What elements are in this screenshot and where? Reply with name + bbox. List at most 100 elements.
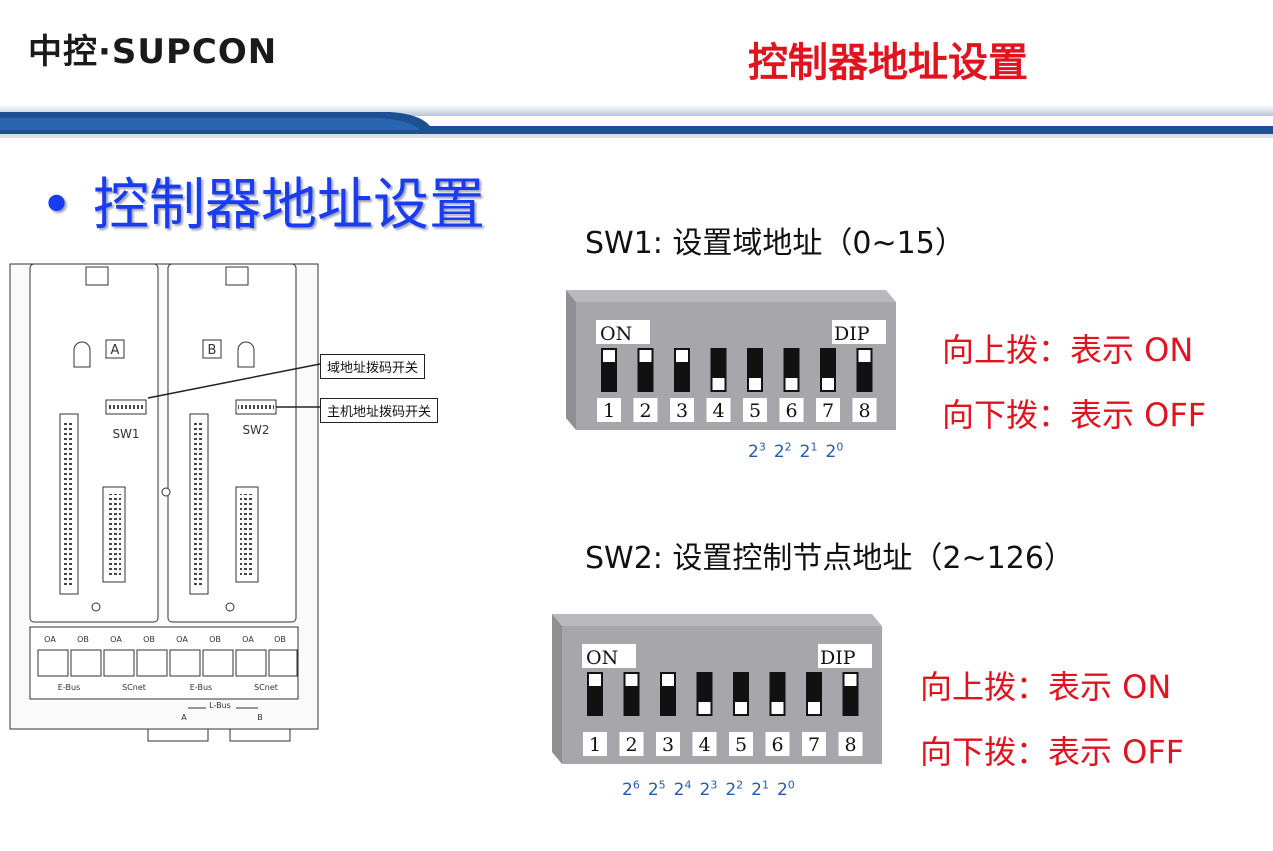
sw1-title: SW1: 设置域地址（0~15） [585,226,965,261]
dip-number-label: 8 [844,734,856,756]
dip-toggle-knob [749,378,761,390]
dip-number-label: 6 [771,734,783,756]
dip-toggle-knob [698,702,711,714]
dip-number-label: 4 [698,734,710,756]
dip-top-face [552,614,882,626]
dip-dip-label-bg [818,644,872,668]
port-label: OB [77,635,89,644]
lbus-b-label: B [257,713,263,722]
dip-number-bg [779,398,804,422]
dip-dip-label-bg [832,320,886,344]
dip-number-bg [583,732,607,756]
dip-number-bg [765,732,790,756]
bit-weight: 23 [748,440,766,462]
dip-number-label: 1 [589,734,601,756]
dip-number-bg [802,732,826,756]
dip-number-label: 2 [639,400,651,422]
dip-on-label: ON [586,647,618,669]
dip-toggle-knob [603,350,615,362]
port-label: OB [274,635,286,644]
dip-toggle-knob [639,350,652,362]
bit-weight: 20 [776,778,795,800]
dip-side-face [552,614,562,764]
dip-dip-label: DIP [820,647,856,669]
dip-toggle-knob [785,378,798,390]
dip-number-bg [729,732,753,756]
dip-number-label: 3 [676,400,688,422]
bit-weight: 25 [647,778,666,800]
dip-toggle-knob [625,674,638,686]
dip-number-bg [633,398,658,422]
bullet-dot: • [40,173,74,238]
bus-label: E-Bus [190,683,212,692]
dip-number-label: 4 [712,400,724,422]
dip-number-bg [838,732,863,756]
port-label: OA [44,635,56,644]
bus-label: SCnet [122,683,146,692]
dip-number-bg [706,398,731,422]
dip-dip-label: DIP [834,323,870,345]
dip-side-face [566,290,576,430]
header-band [0,104,1273,138]
sw2-device-label: SW2 [242,423,269,437]
bit-weight: 24 [673,778,692,800]
page-title: 控制器地址设置 [748,40,1028,86]
section-heading: • 控制器地址设置 [40,160,485,241]
port-label: OA [110,635,122,644]
slot-b-label: B [208,343,217,358]
dip-number-label: 8 [858,400,870,422]
dip-number-bg [619,732,644,756]
dip-number-bg [656,732,680,756]
sw2-bit-weights: 26 25 24 23 22 21 20 [622,778,803,800]
dip-toggle-knob [858,350,871,362]
port-label: OA [242,635,254,644]
port-label: OA [176,635,188,644]
controller-diagram: A B SW1 SW2 OA OB OA OB OA OB OA OB E-Bu… [9,263,321,742]
dip-toggle-knob [844,674,857,686]
dip-number-label: 7 [808,734,820,756]
dip-number-label: 5 [749,400,761,422]
dip-number-bg [852,398,877,422]
sw1-note-down: 向下拨：表示 OFF [942,396,1207,434]
sw2-note-down: 向下拨：表示 OFF [920,733,1185,771]
callout-host-switch: 主机地址拨码开关 [320,398,439,423]
dip-toggle-knob [676,350,688,362]
bit-weight: 21 [799,440,818,462]
dip-on-label: ON [600,323,632,345]
bit-weight: 22 [725,778,744,800]
dip-on-label-bg [596,320,650,344]
bus-label: E-Bus [58,683,80,692]
port-label: OB [209,635,221,644]
dip-toggle-knob [822,378,834,390]
dip-number-label: 7 [822,400,834,422]
dip-number-bg [816,398,840,422]
bit-weight: 26 [622,778,640,800]
port-label: OB [143,635,155,644]
bit-weight: 23 [699,778,718,800]
dip-number-bg [743,398,767,422]
dip-toggle-knob [662,674,674,686]
dip-number-bg [597,398,621,422]
bus-label: SCnet [254,683,278,692]
dip-toggle-knob [712,378,725,390]
lbus-label: L-Bus [209,701,231,710]
bit-weight: 21 [751,778,769,800]
bit-weight: 22 [773,440,792,462]
dip-toggle-knob [735,702,747,714]
dip-top-face [566,290,896,302]
supcon-logo: 中控·SUPCON [28,32,278,72]
dip-number-bg [692,732,717,756]
dip-number-label: 5 [735,734,747,756]
sw2-title: SW2: 设置控制节点地址（2~126） [585,541,1074,576]
dip-number-label: 1 [603,400,615,422]
slot-a-label: A [111,343,120,358]
dip-number-bg [670,398,694,422]
dip-toggle-knob [589,674,601,686]
section-heading-text: 控制器地址设置 [93,173,486,238]
sw2-note-up: 向上拨：表示 ON [920,668,1172,706]
dip-number-label: 2 [625,734,637,756]
lbus-a-label: A [181,713,187,722]
sw1-device-label: SW1 [112,427,139,441]
